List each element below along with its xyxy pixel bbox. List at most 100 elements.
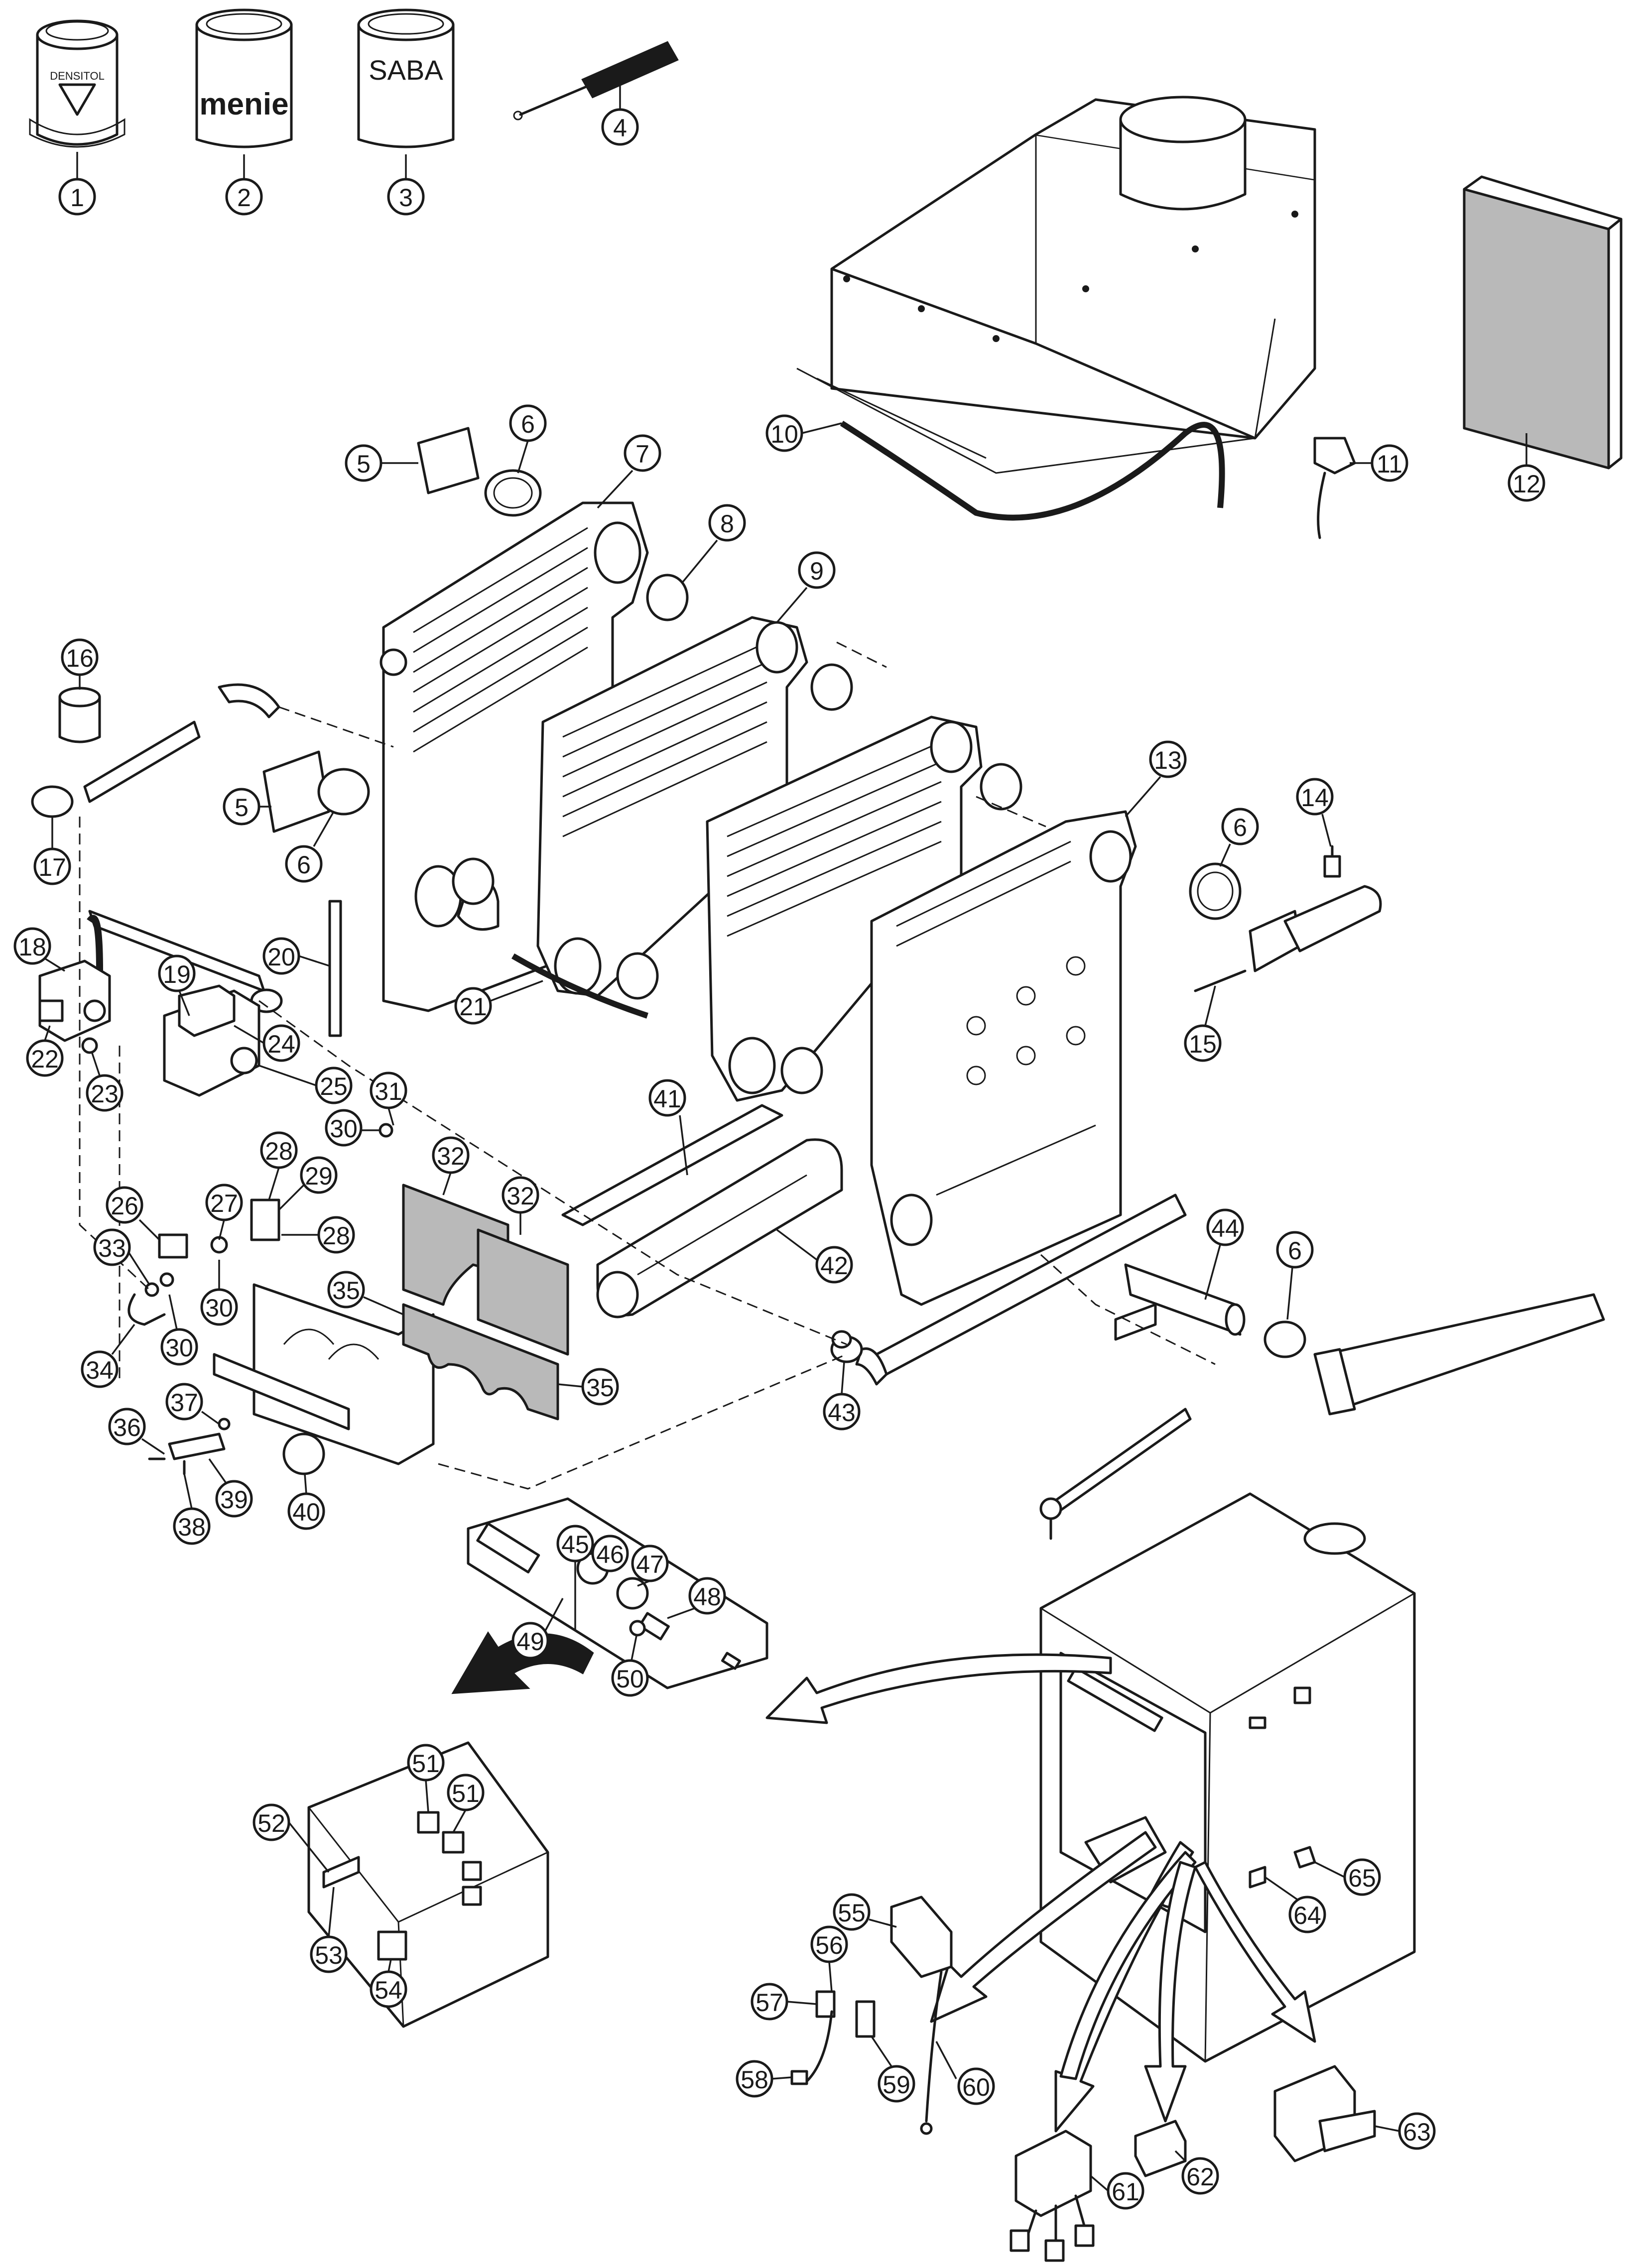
svg-text:44: 44 bbox=[1211, 1214, 1239, 1242]
svg-text:33: 33 bbox=[98, 1234, 126, 1262]
gasket-left bbox=[317, 768, 370, 816]
callout-53: 53 bbox=[310, 1887, 348, 1973]
svg-text:43: 43 bbox=[828, 1399, 856, 1427]
callout-54: 54 bbox=[370, 1959, 407, 2008]
svg-text:38: 38 bbox=[178, 1513, 206, 1541]
svg-text:29: 29 bbox=[305, 1162, 333, 1190]
svg-text:53: 53 bbox=[315, 1941, 343, 1969]
callout-63: 63 bbox=[1374, 2112, 1436, 2150]
svg-text:32: 32 bbox=[437, 1142, 465, 1170]
svg-text:21: 21 bbox=[459, 993, 487, 1021]
callout-31: 31 bbox=[370, 1072, 407, 1126]
svg-text:58: 58 bbox=[741, 2066, 768, 2094]
svg-text:20: 20 bbox=[267, 943, 295, 971]
svg-text:36: 36 bbox=[113, 1414, 141, 1441]
svg-text:34: 34 bbox=[86, 1356, 114, 1384]
densitol-label: DENSITOL bbox=[50, 70, 105, 82]
svg-text:17: 17 bbox=[38, 853, 66, 881]
callout-5b: 5 bbox=[223, 788, 271, 826]
svg-text:39: 39 bbox=[220, 1486, 248, 1514]
svg-text:56: 56 bbox=[815, 1931, 843, 1959]
callout-13: 13 bbox=[1125, 740, 1187, 818]
callout-6b: 6 bbox=[285, 811, 335, 883]
svg-text:42: 42 bbox=[820, 1252, 848, 1280]
callout-52: 52 bbox=[252, 1803, 330, 1873]
svg-text:61: 61 bbox=[1112, 2178, 1139, 2206]
callout-30c: 30 bbox=[160, 1294, 198, 1366]
callout-16: 16 bbox=[61, 638, 99, 690]
front-section bbox=[870, 810, 1137, 1306]
svg-text:28: 28 bbox=[322, 1222, 350, 1250]
gas-line bbox=[87, 910, 283, 1013]
svg-text:65: 65 bbox=[1348, 1864, 1376, 1892]
svg-text:25: 25 bbox=[320, 1073, 348, 1100]
svg-text:24: 24 bbox=[267, 1030, 295, 1058]
callout-24: 24 bbox=[234, 1024, 300, 1062]
cleaning-brush bbox=[513, 41, 679, 120]
svg-text:49: 49 bbox=[516, 1628, 544, 1656]
flange-cover-top bbox=[417, 427, 480, 494]
callout-1: 1 bbox=[58, 152, 96, 216]
draft-hood bbox=[796, 96, 1316, 474]
callout-30b: 30 bbox=[200, 1260, 238, 1326]
callout-32a: 32 bbox=[432, 1136, 470, 1195]
svg-text:32: 32 bbox=[506, 1182, 534, 1210]
svg-text:28: 28 bbox=[265, 1137, 293, 1165]
svg-text:6: 6 bbox=[1233, 814, 1247, 841]
callout-48: 48 bbox=[667, 1577, 726, 1619]
callout-50: 50 bbox=[611, 1635, 649, 1697]
callout-62: 62 bbox=[1174, 2150, 1219, 2195]
svg-text:48: 48 bbox=[693, 1583, 721, 1611]
callout-6a: 6 bbox=[509, 404, 547, 474]
saba-can: SABA bbox=[357, 8, 455, 148]
igniter-36-39 bbox=[148, 1418, 231, 1475]
small-parts-64-65 bbox=[1249, 1846, 1316, 1889]
callout-18: 18 bbox=[13, 927, 65, 972]
svg-text:15: 15 bbox=[1189, 1030, 1217, 1058]
svg-text:26: 26 bbox=[111, 1192, 138, 1220]
callout-49: 49 bbox=[511, 1598, 564, 1660]
menie-label: menie bbox=[199, 87, 288, 121]
svg-text:50: 50 bbox=[616, 1665, 644, 1693]
flange-cover-left bbox=[262, 750, 330, 833]
svg-text:5: 5 bbox=[357, 450, 371, 478]
supply-pipe-assembly bbox=[31, 683, 280, 818]
callout-15: 15 bbox=[1184, 985, 1222, 1062]
callout-22: 22 bbox=[26, 1025, 64, 1077]
callout-14: 14 bbox=[1296, 778, 1334, 847]
callout-4: 4 bbox=[601, 70, 639, 146]
svg-text:10: 10 bbox=[770, 420, 798, 448]
callout-64: 64 bbox=[1264, 1876, 1326, 1933]
svg-text:40: 40 bbox=[292, 1498, 320, 1526]
callout-44: 44 bbox=[1204, 1208, 1244, 1300]
callout-40: 40 bbox=[287, 1473, 325, 1530]
callout-29: 29 bbox=[278, 1156, 338, 1211]
callout-25: 25 bbox=[258, 1065, 353, 1104]
svg-text:30: 30 bbox=[165, 1334, 193, 1362]
svg-text:8: 8 bbox=[720, 510, 734, 538]
callout-61: 61 bbox=[1090, 2172, 1144, 2210]
callout-38: 38 bbox=[173, 1473, 211, 1545]
svg-text:57: 57 bbox=[756, 1989, 783, 2017]
gasket-right bbox=[1189, 862, 1242, 920]
callout-8: 8 bbox=[681, 504, 746, 584]
svg-text:41: 41 bbox=[653, 1085, 681, 1113]
svg-text:13: 13 bbox=[1154, 746, 1182, 774]
svg-text:9: 9 bbox=[810, 557, 824, 585]
callout-23: 23 bbox=[81, 1037, 124, 1112]
menie-can: menie bbox=[195, 8, 293, 148]
svg-text:37: 37 bbox=[170, 1389, 198, 1417]
callout-55: 55 bbox=[833, 1893, 897, 1931]
svg-text:6: 6 bbox=[521, 410, 535, 438]
callout-65: 65 bbox=[1314, 1858, 1381, 1896]
gasket-top bbox=[484, 469, 542, 517]
svg-text:64: 64 bbox=[1293, 1902, 1321, 1929]
callout-2: 2 bbox=[225, 154, 263, 216]
callout-30a: 30 bbox=[325, 1109, 381, 1147]
middle-section-a bbox=[536, 616, 808, 997]
callout-39: 39 bbox=[208, 1458, 253, 1518]
callout-60: 60 bbox=[935, 2041, 995, 2105]
svg-text:59: 59 bbox=[883, 2071, 910, 2099]
burner-block bbox=[213, 1283, 435, 1475]
hood-seal-cord bbox=[840, 420, 1225, 521]
